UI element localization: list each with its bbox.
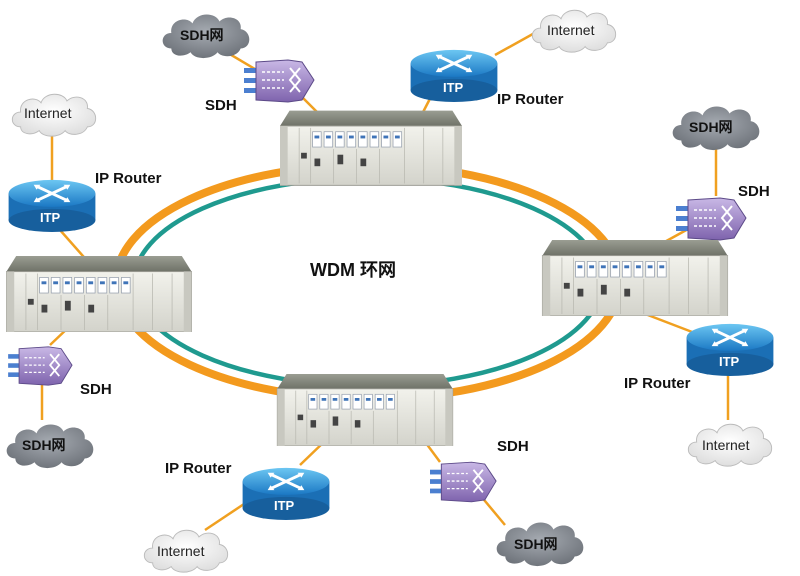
cloud-label: SDH网 <box>180 27 224 43</box>
cloud-internet: Internet <box>531 9 617 53</box>
ring-title: WDM 环网 <box>310 260 396 280</box>
router-label: IP Router <box>497 91 564 108</box>
router-label: IP Router <box>95 170 162 187</box>
cloud-internet: Internet <box>11 93 97 137</box>
router-itp-label: ITP <box>40 210 61 225</box>
cloud-sdh-net: SDH网 <box>496 522 584 567</box>
wdm-chassis <box>541 240 729 316</box>
cloud-internet: Internet <box>687 423 773 467</box>
cloud-label: Internet <box>157 543 205 559</box>
cloud-sdh-net: SDH网 <box>162 14 250 59</box>
cloud-sdh-net: SDH网 <box>6 424 94 469</box>
sdh-label: SDH <box>497 438 529 455</box>
cloud-label: SDH网 <box>514 536 558 552</box>
cloud-label: SDH网 <box>22 437 66 453</box>
node-left: Internet IP Router ITP SDH SDH网 <box>6 93 192 469</box>
cloud-sdh-net: SDH网 <box>672 106 760 151</box>
router-label: IP Router <box>624 375 691 392</box>
wdm-chassis <box>280 110 462 186</box>
sdh-mux-icon <box>430 461 498 503</box>
sdh-mux-icon <box>244 59 315 103</box>
sdh-label: SDH <box>205 97 237 114</box>
router-itp-label: ITP <box>274 498 295 513</box>
router-label: IP Router <box>165 460 232 477</box>
cloud-label: Internet <box>24 105 72 121</box>
teal-ring <box>131 175 605 389</box>
cloud-label: Internet <box>547 22 595 38</box>
router-itp-label: ITP <box>719 354 740 369</box>
node-top: SDH网 SDH Internet ITP IP Router <box>162 9 617 186</box>
sdh-mux-icon <box>8 345 73 387</box>
cloud-internet: Internet <box>143 529 229 573</box>
router-itp-label: ITP <box>443 80 464 95</box>
cloud-label: Internet <box>702 437 750 453</box>
sdh-label: SDH <box>80 381 112 398</box>
sdh-mux-icon <box>676 197 747 241</box>
wdm-chassis <box>276 374 454 446</box>
node-bottom: SDH IP Router ITP Internet SDH网 <box>143 374 584 573</box>
wdm-chassis <box>6 256 192 332</box>
cloud-label: SDH网 <box>689 119 733 135</box>
node-right: SDH网 SDH ITP IP Router Internet <box>541 106 774 467</box>
sdh-label: SDH <box>738 183 770 200</box>
